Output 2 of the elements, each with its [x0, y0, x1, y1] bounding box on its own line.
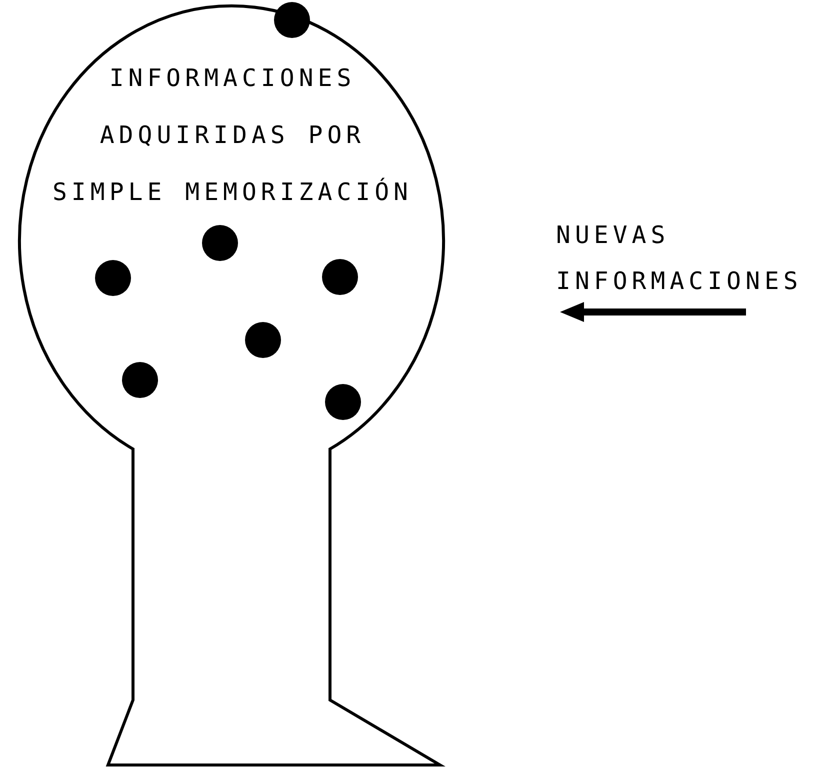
flask-text: INFORMACIONES ADQUIRIDAS POR SIMPLE MEMORIZACIÓN	[51, 63, 414, 208]
text-label: NUEVAS INFORMACIONES	[556, 220, 804, 297]
